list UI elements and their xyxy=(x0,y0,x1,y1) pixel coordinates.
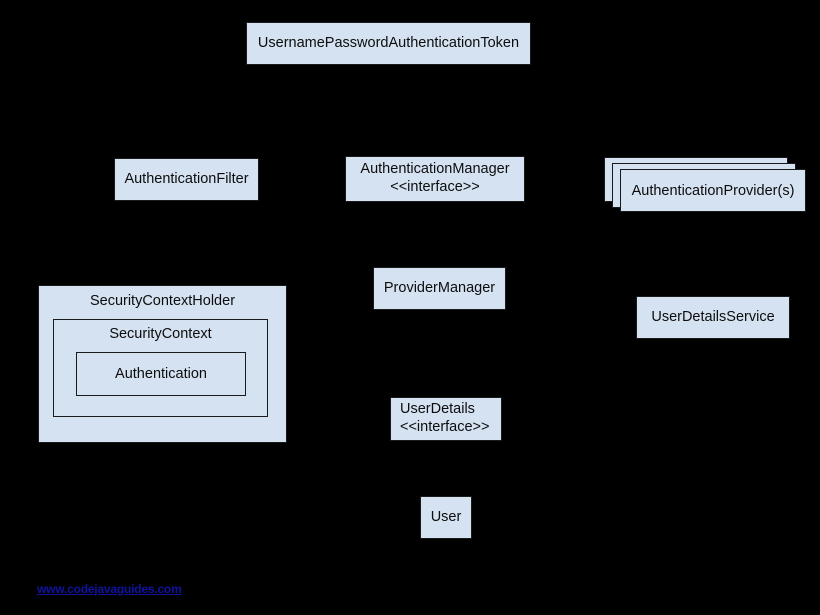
node-user-details-service[interactable]: UserDetailsService xyxy=(636,296,790,339)
node-user[interactable]: User xyxy=(420,496,472,539)
security-context-label: SecurityContext xyxy=(109,326,212,342)
node-security-context-holder[interactable]: SecurityContextHolder SecurityContext Au… xyxy=(38,285,287,443)
node-authentication[interactable]: Authentication xyxy=(76,352,246,396)
node-authentication-providers[interactable]: AuthenticationProvider(s) xyxy=(604,157,809,212)
footer-website-link[interactable]: www.codejavaguides.com xyxy=(37,582,182,596)
security-context-holder-label: SecurityContextHolder xyxy=(89,293,236,309)
authentication-label: Authentication xyxy=(115,366,207,382)
node-authentication-filter[interactable]: AuthenticationFilter xyxy=(114,158,259,201)
stack-layer-front-label: AuthenticationProvider(s) xyxy=(620,169,806,212)
node-security-context[interactable]: SecurityContext Authentication xyxy=(53,319,268,417)
node-user-details[interactable]: UserDetails <<interface>> xyxy=(390,397,502,441)
node-username-password-authentication-token[interactable]: UsernamePasswordAuthenticationToken xyxy=(246,22,531,65)
node-provider-manager[interactable]: ProviderManager xyxy=(373,267,506,310)
node-authentication-manager[interactable]: AuthenticationManager <<interface>> xyxy=(345,156,525,202)
